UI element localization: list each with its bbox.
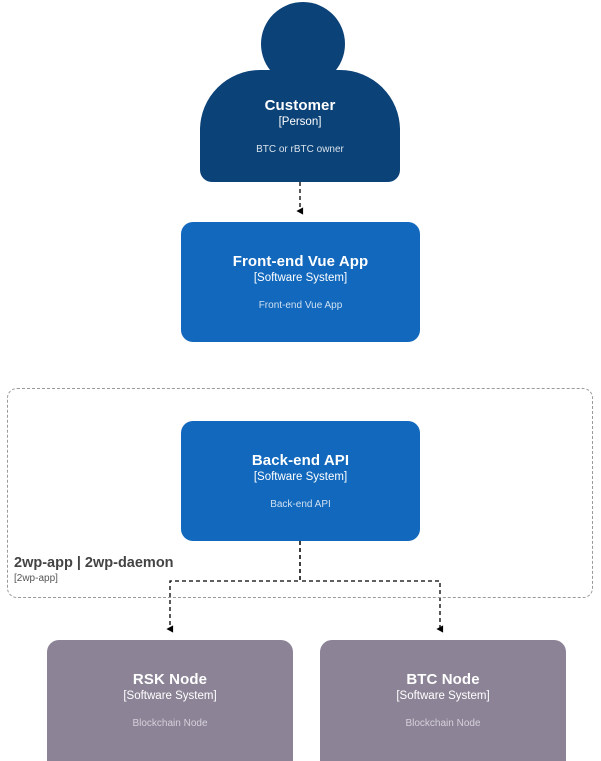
frontend-description: Front-end Vue App xyxy=(258,299,343,311)
customer-title: Customer xyxy=(264,96,336,114)
frontend-title: Front-end Vue App xyxy=(232,252,369,270)
customer-type: [Person] xyxy=(278,115,322,128)
frontend-type: [Software System] xyxy=(253,271,348,284)
rsk-node-title: RSK Node xyxy=(132,671,208,688)
node-frontend-vue-app[interactable]: Front-end Vue App [Software System] Fron… xyxy=(181,222,420,342)
backend-description: Back-end API xyxy=(270,498,331,510)
btc-node-type: [Software System] xyxy=(396,690,490,702)
rsk-node-description: Blockchain Node xyxy=(132,718,208,729)
backend-title: Back-end API xyxy=(251,451,350,469)
backend-type: [Software System] xyxy=(253,470,348,483)
rsk-node-type: [Software System] xyxy=(123,690,217,702)
customer-description: BTC or rBTC owner xyxy=(256,143,344,155)
node-btc-node[interactable]: BTC Node [Software System] Blockchain No… xyxy=(320,640,566,761)
boundary-2wp-app xyxy=(7,388,593,598)
node-customer[interactable]: Customer [Person] BTC or rBTC owner xyxy=(200,70,400,182)
btc-node-description: Blockchain Node xyxy=(405,718,481,729)
node-backend-api[interactable]: Back-end API [Software System] Back-end … xyxy=(181,421,420,541)
btc-node-title: BTC Node xyxy=(406,671,480,688)
node-rsk-node[interactable]: RSK Node [Software System] Blockchain No… xyxy=(47,640,293,761)
